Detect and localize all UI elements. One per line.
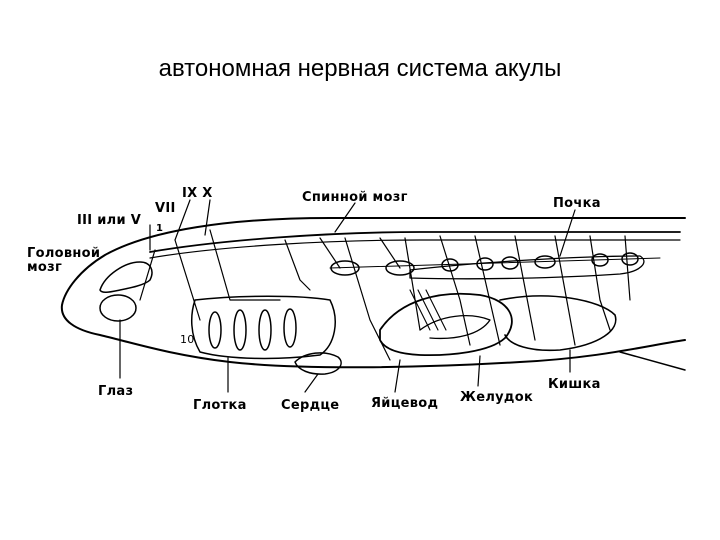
gill-slits <box>208 308 297 351</box>
label-pharynx: Глотка <box>193 398 247 413</box>
label-oviduct: Яйцевод <box>371 396 439 411</box>
oviduct-shape <box>409 289 447 331</box>
label-intestine: Кишка <box>548 377 601 392</box>
label-eye: Глаз <box>98 384 134 399</box>
label-small-10: 10 <box>180 333 195 346</box>
brain-shape <box>99 261 153 294</box>
diagram-title: автономная нервная система акулы <box>158 55 562 82</box>
spinal-cord-line <box>149 231 681 253</box>
label-brain-line2: мозг <box>27 260 63 275</box>
label-spinal-cord: Спинной мозг <box>302 190 408 205</box>
pharynx-shape <box>190 295 336 360</box>
kidney-shape <box>409 255 645 280</box>
intestine-shape <box>499 295 617 352</box>
tail-lower <box>619 351 686 371</box>
label-cranial-iii-v: III или V <box>77 213 142 228</box>
sympathetic-chain <box>329 252 661 276</box>
leader-lines <box>119 199 576 393</box>
label-brain-line1: Головной <box>27 246 101 261</box>
label-cranial-sub1: 1 <box>156 223 164 234</box>
body-outline <box>60 217 686 369</box>
heart-shape <box>294 352 342 375</box>
label-kidney: Почка <box>553 196 601 211</box>
label-cranial-vii: VII <box>155 201 176 216</box>
stomach-inner <box>419 315 491 340</box>
eye-shape <box>99 294 137 322</box>
label-cranial-ix-x: IX X <box>182 186 213 201</box>
label-heart: Сердце <box>281 398 340 413</box>
label-stomach: Желудок <box>460 390 534 405</box>
stomach-shape <box>379 292 513 357</box>
nerve-fibers <box>139 229 631 361</box>
spinal-cord-line2 <box>149 239 681 259</box>
